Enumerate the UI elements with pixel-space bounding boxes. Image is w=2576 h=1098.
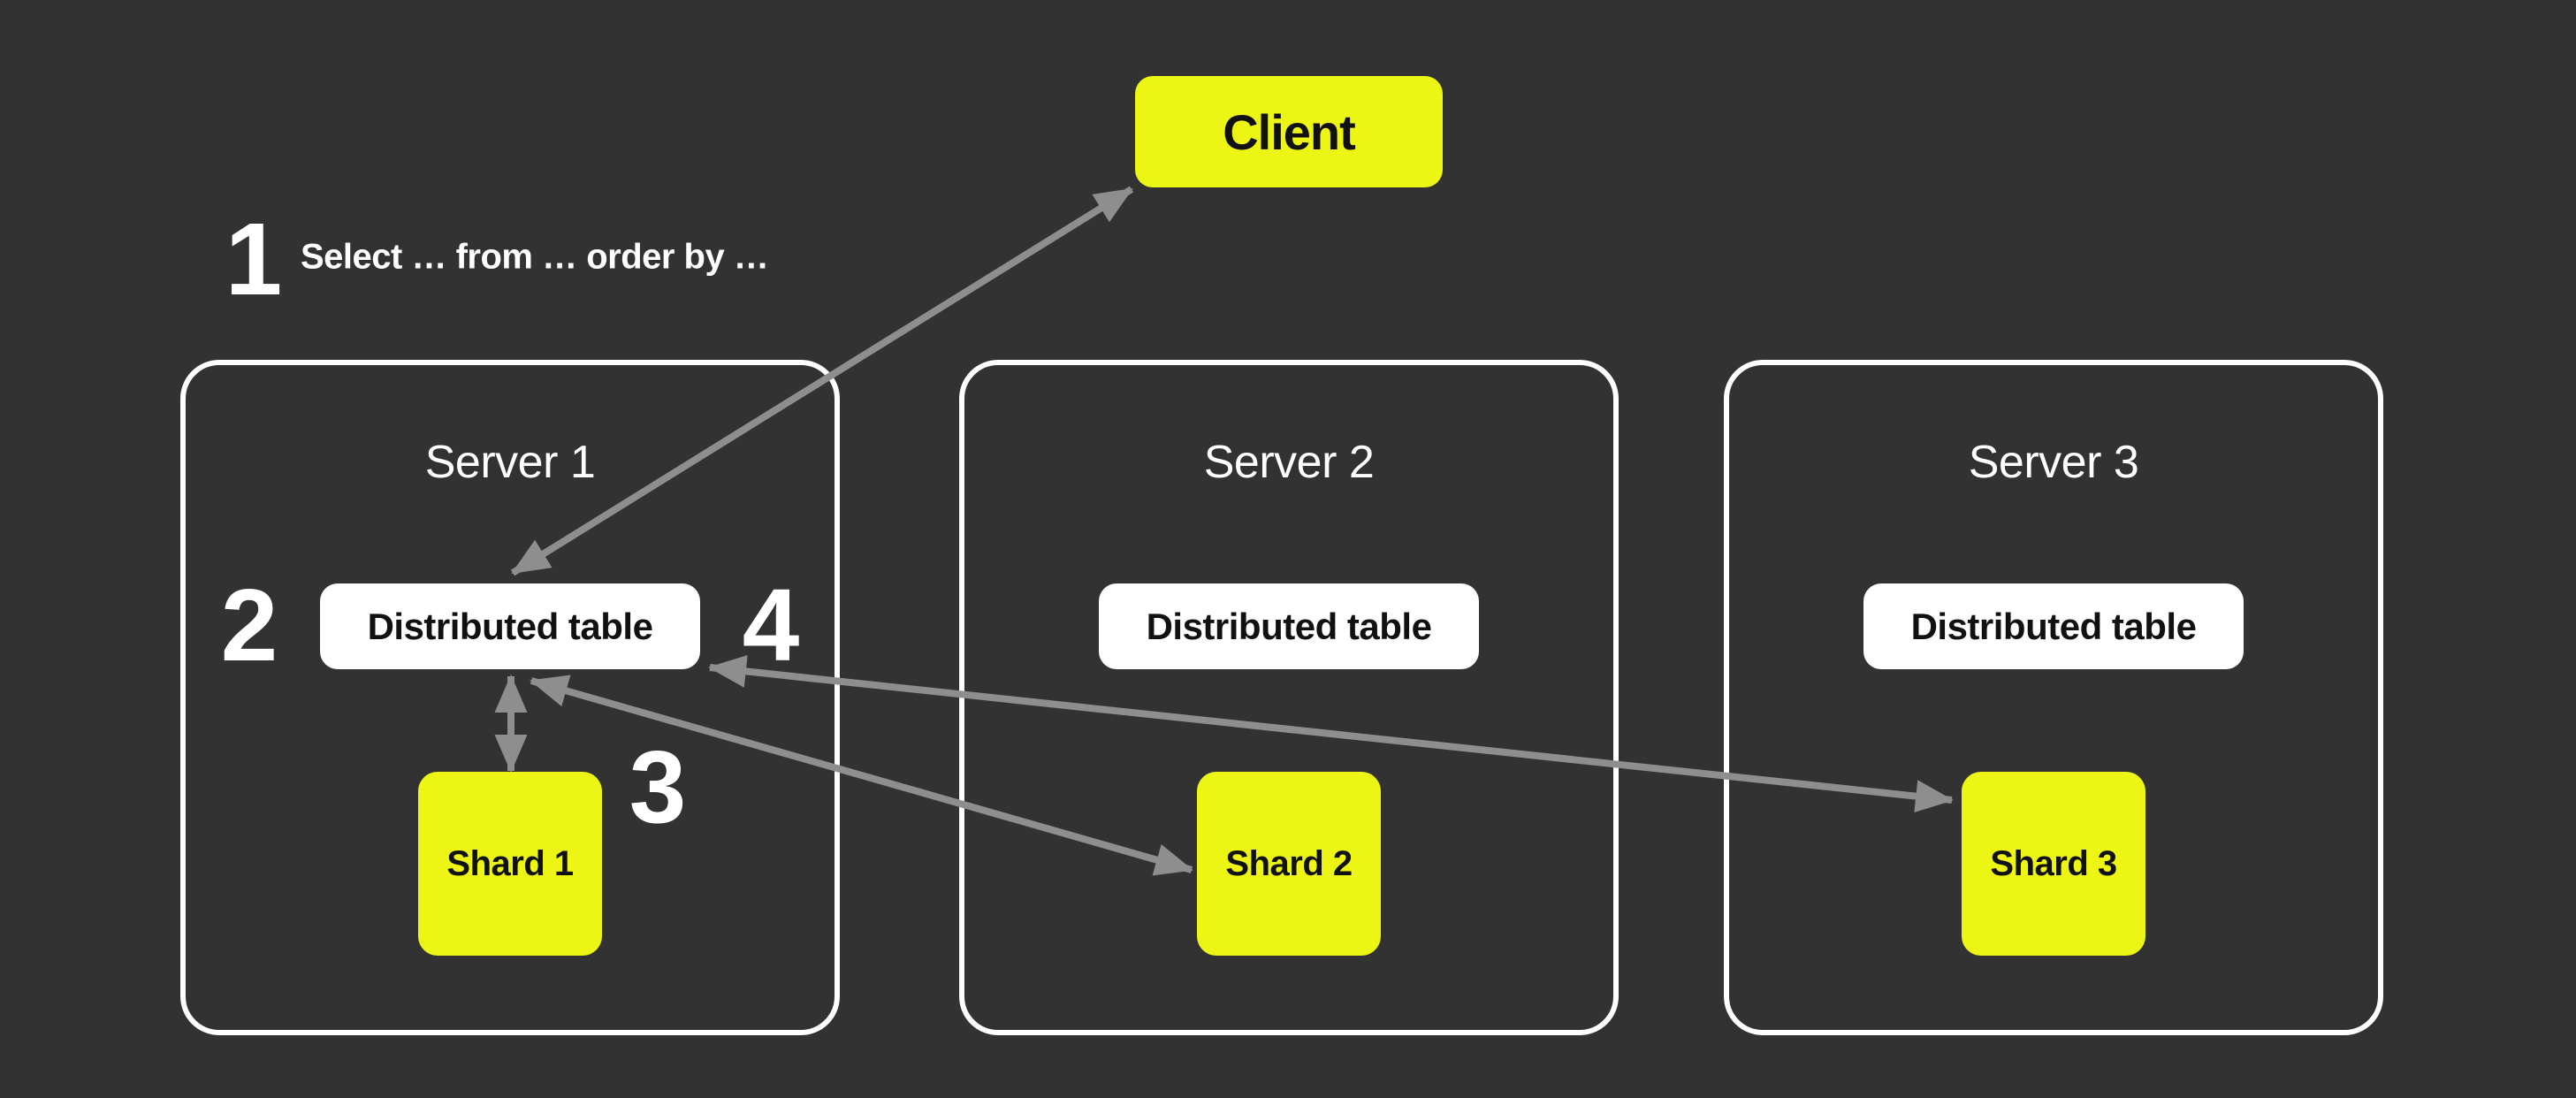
server-3-shard-label: Shard 3: [1990, 843, 2117, 883]
server-3-shard-box: Shard 3: [1962, 772, 2145, 956]
query-text: Select … from … order by …: [301, 237, 769, 277]
server-2-distributed-table-label: Distributed table: [1146, 605, 1432, 647]
step-number-4: 4: [742, 568, 800, 682]
step-number-2: 2: [220, 568, 278, 682]
server-3-distributed-table-label: Distributed table: [1910, 605, 2197, 647]
arrow-client-distributed-table-1: [510, 186, 1134, 576]
arrow-distributed-table-1-shard-3: [708, 654, 1954, 813]
server-3-distributed-table-box: Distributed table: [1863, 583, 2244, 669]
server-1-distributed-table-label: Distributed table: [367, 605, 653, 647]
server-1-distributed-table-box: Distributed table: [320, 583, 700, 669]
server-2-distributed-table-box: Distributed table: [1099, 583, 1479, 669]
server-2-shard-label: Shard 2: [1225, 843, 1353, 883]
client-box: Client: [1135, 76, 1443, 187]
server-3-title: Server 3: [1968, 437, 2139, 488]
step-number-1: 1: [225, 202, 283, 316]
client-label: Client: [1223, 103, 1356, 160]
step-number-3: 3: [629, 729, 687, 844]
server-2-title: Server 2: [1203, 437, 1375, 488]
